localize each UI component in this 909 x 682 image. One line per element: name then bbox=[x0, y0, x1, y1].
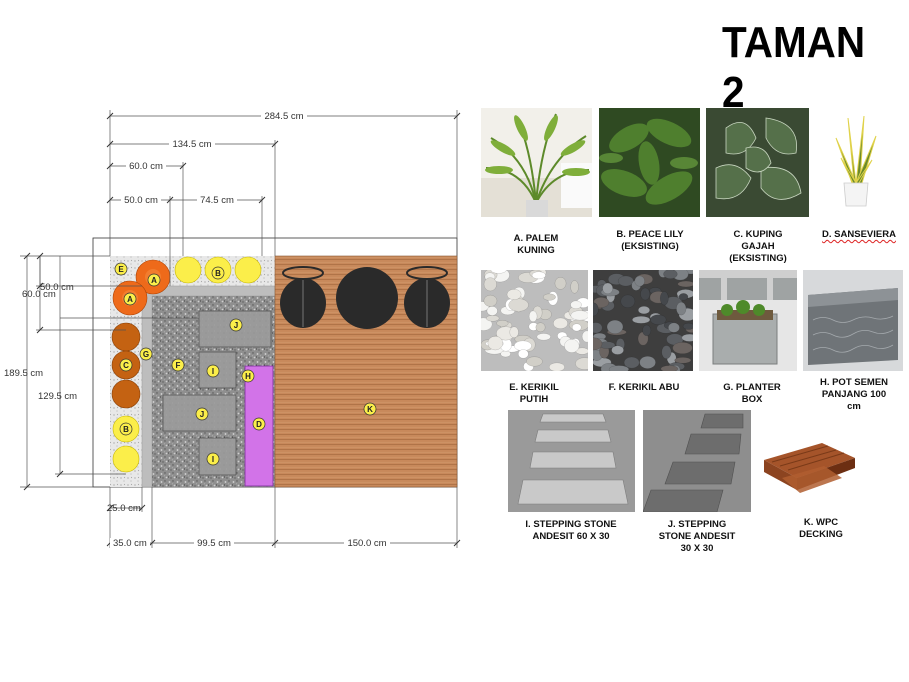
thumb-planter-box bbox=[699, 270, 797, 371]
dim-top-mid: 134.5 cm bbox=[172, 139, 211, 150]
svg-text:I: I bbox=[212, 367, 214, 376]
marker-b-2: B bbox=[119, 422, 133, 436]
thumb-stepping-stone-30x30 bbox=[643, 410, 751, 512]
dim-left-50: 50.0 cm bbox=[40, 282, 74, 293]
kuping-gajah-3 bbox=[111, 379, 141, 409]
chair-left bbox=[280, 266, 326, 328]
garden-plan: 284.5 cm 134.5 cm 60.0 cm 50.0 cm 74.5 c… bbox=[4, 110, 461, 549]
marker-a-2: A bbox=[123, 292, 137, 306]
marker-f: F bbox=[171, 358, 185, 372]
thumb-kuping-gajah bbox=[706, 108, 809, 217]
marker-i-2: I bbox=[206, 452, 220, 466]
caption-f: F. KERIKIL ABU bbox=[608, 382, 680, 393]
svg-text:D: D bbox=[256, 420, 262, 429]
marker-k: K bbox=[363, 402, 377, 416]
chair-right bbox=[404, 266, 450, 328]
dim-top-b: 50.0 cm bbox=[124, 195, 158, 206]
marker-j-1: J bbox=[229, 318, 243, 332]
thumb-palem-kuning bbox=[481, 108, 592, 217]
svg-text:C: C bbox=[123, 361, 129, 370]
dim-left-inner: 129.5 cm bbox=[38, 391, 77, 402]
marker-d: D bbox=[252, 417, 266, 431]
marker-e: E bbox=[114, 262, 128, 276]
dim-bottom-995: 99.5 cm bbox=[197, 538, 231, 549]
thumb-pot-semen bbox=[803, 270, 903, 371]
thumb-kerikil-putih bbox=[481, 270, 588, 371]
kuping-gajah-1 bbox=[111, 322, 141, 352]
dim-top-c: 74.5 cm bbox=[200, 195, 234, 206]
peace-lily-left-2 bbox=[112, 445, 140, 473]
thumb-peace-lily bbox=[599, 108, 700, 217]
dim-top-total: 284.5 cm bbox=[264, 111, 303, 122]
svg-text:B: B bbox=[123, 425, 129, 434]
svg-text:A: A bbox=[127, 295, 133, 304]
marker-a-1: A bbox=[147, 273, 161, 287]
caption-d: D. SANSEVIERA bbox=[822, 229, 896, 240]
svg-text:F: F bbox=[176, 361, 181, 370]
marker-b-1: B bbox=[211, 266, 225, 280]
svg-text:E: E bbox=[118, 265, 124, 274]
dim-bottom-35: 35.0 cm bbox=[113, 538, 147, 549]
dim-left-60: 60.0 cm bbox=[22, 289, 56, 300]
marker-j-2: J bbox=[195, 407, 209, 421]
thumb-sanseviera bbox=[826, 108, 886, 208]
svg-text:H: H bbox=[245, 372, 251, 381]
thumb-kerikil-abu bbox=[593, 270, 693, 371]
svg-text:B: B bbox=[215, 269, 221, 278]
dim-top-a: 60.0 cm bbox=[129, 161, 163, 172]
svg-text:K: K bbox=[367, 405, 373, 414]
dim-left-total: 189.5 cm bbox=[4, 368, 43, 379]
marker-c: C bbox=[119, 358, 133, 372]
svg-text:J: J bbox=[200, 410, 204, 419]
round-table bbox=[336, 267, 398, 329]
peace-lily-top-1 bbox=[174, 256, 202, 284]
page-title: TAMAN 2 bbox=[722, 18, 866, 117]
caption-b: B. PEACE LILY(EKSISTING) bbox=[616, 229, 684, 252]
svg-text:J: J bbox=[234, 321, 238, 330]
svg-text:G: G bbox=[143, 350, 149, 359]
svg-text:I: I bbox=[212, 455, 214, 464]
marker-g: G bbox=[139, 347, 153, 361]
dim-bottom-25: 25.0 cm bbox=[107, 503, 141, 514]
thumb-stepping-stone-60x30 bbox=[508, 410, 635, 512]
svg-text:A: A bbox=[151, 276, 157, 285]
thumb-wpc-decking bbox=[762, 438, 857, 502]
peace-lily-top-3 bbox=[234, 256, 262, 284]
marker-i-1: I bbox=[206, 364, 220, 378]
dim-bottom-150: 150.0 cm bbox=[347, 538, 386, 549]
marker-h: H bbox=[241, 369, 255, 383]
